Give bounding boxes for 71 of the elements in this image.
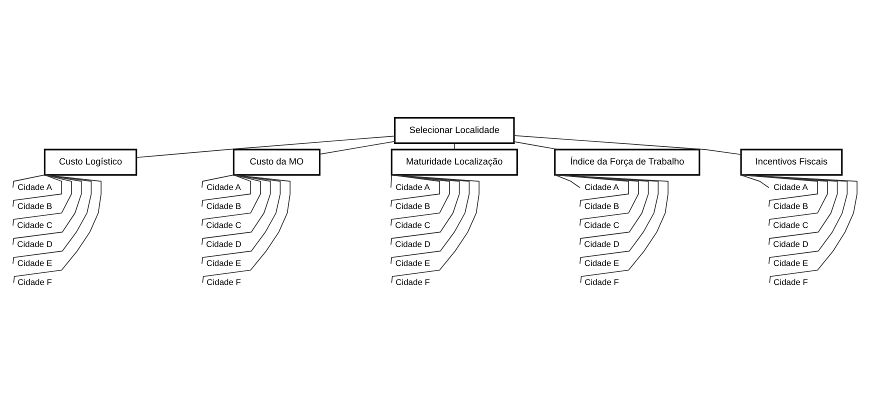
node-text: Cidade F [774, 276, 808, 287]
node-text: Cidade D [584, 238, 620, 248]
connector [390, 174, 460, 245]
connector [12, 174, 72, 226]
node-text: Cidade E [395, 257, 430, 268]
connector [554, 174, 649, 245]
node-text: Cidade B [206, 200, 242, 210]
node-text: Cidade B [17, 200, 52, 210]
node-text: Cidade F [18, 276, 52, 287]
connector [12, 174, 82, 245]
node-text: Cidade E [584, 257, 620, 268]
node-text: Cidade C [773, 219, 808, 230]
connector [391, 174, 480, 283]
connector [136, 135, 396, 158]
connector [740, 174, 838, 245]
node-text: Cidade A [18, 181, 52, 192]
node-text: Cidade C [584, 219, 620, 230]
connector [554, 174, 639, 226]
connector [390, 174, 392, 188]
node-text: Cidade D [206, 238, 242, 248]
node-box: Incentivos Fiscais [740, 148, 843, 176]
node-text: Cidade B [773, 200, 808, 210]
node-box: Índice da Força de Trabalho [554, 148, 700, 176]
node-text: Cidade B [584, 200, 620, 210]
connector [202, 174, 290, 283]
connector [554, 174, 629, 207]
node-text: Cidade D [395, 238, 430, 248]
connector [514, 140, 559, 150]
node-text: Cidade C [17, 219, 52, 230]
connector [202, 174, 271, 245]
connector [390, 174, 470, 264]
connector [740, 174, 848, 264]
node-text: Cidade A [206, 181, 241, 192]
node-text: Cidade E [206, 257, 242, 268]
connector [554, 174, 668, 283]
connector [740, 174, 828, 226]
node-text: Cidade A [584, 181, 619, 192]
node-text: Cidade F [584, 276, 619, 287]
connector [12, 174, 46, 188]
connector [202, 174, 252, 207]
node-text: Cidade B [395, 200, 430, 210]
node-text: Cidade A [774, 181, 808, 192]
node-text: Cidade C [206, 219, 242, 230]
connector [202, 174, 261, 226]
node-box: Selecionar Localidade [394, 116, 515, 144]
node-text: Cidade C [395, 219, 430, 230]
node-text: Cidade D [773, 238, 808, 248]
node-box: Maturidade Localização [390, 148, 518, 176]
connector [740, 174, 858, 283]
node-text: Cidade F [206, 276, 241, 287]
connector [454, 142, 455, 150]
node-box: Custo Logístico [44, 148, 138, 176]
connector [12, 174, 62, 207]
node-text: Cidade A [396, 181, 430, 192]
node-text: Cidade E [17, 257, 52, 268]
connector [554, 174, 580, 188]
connector [202, 174, 281, 264]
connector [554, 174, 659, 264]
connector [12, 174, 92, 264]
connector [202, 174, 234, 188]
connector [740, 174, 818, 207]
node-text: Cidade F [396, 276, 430, 287]
connector [390, 174, 450, 226]
node-text: Cidade D [17, 238, 52, 248]
node-box: Custo da MO [232, 148, 320, 176]
connector [740, 174, 770, 188]
node-text: Cidade E [773, 257, 808, 268]
connector [514, 134, 742, 154]
connector [390, 174, 440, 207]
connector [319, 140, 396, 154]
connector [13, 174, 102, 283]
